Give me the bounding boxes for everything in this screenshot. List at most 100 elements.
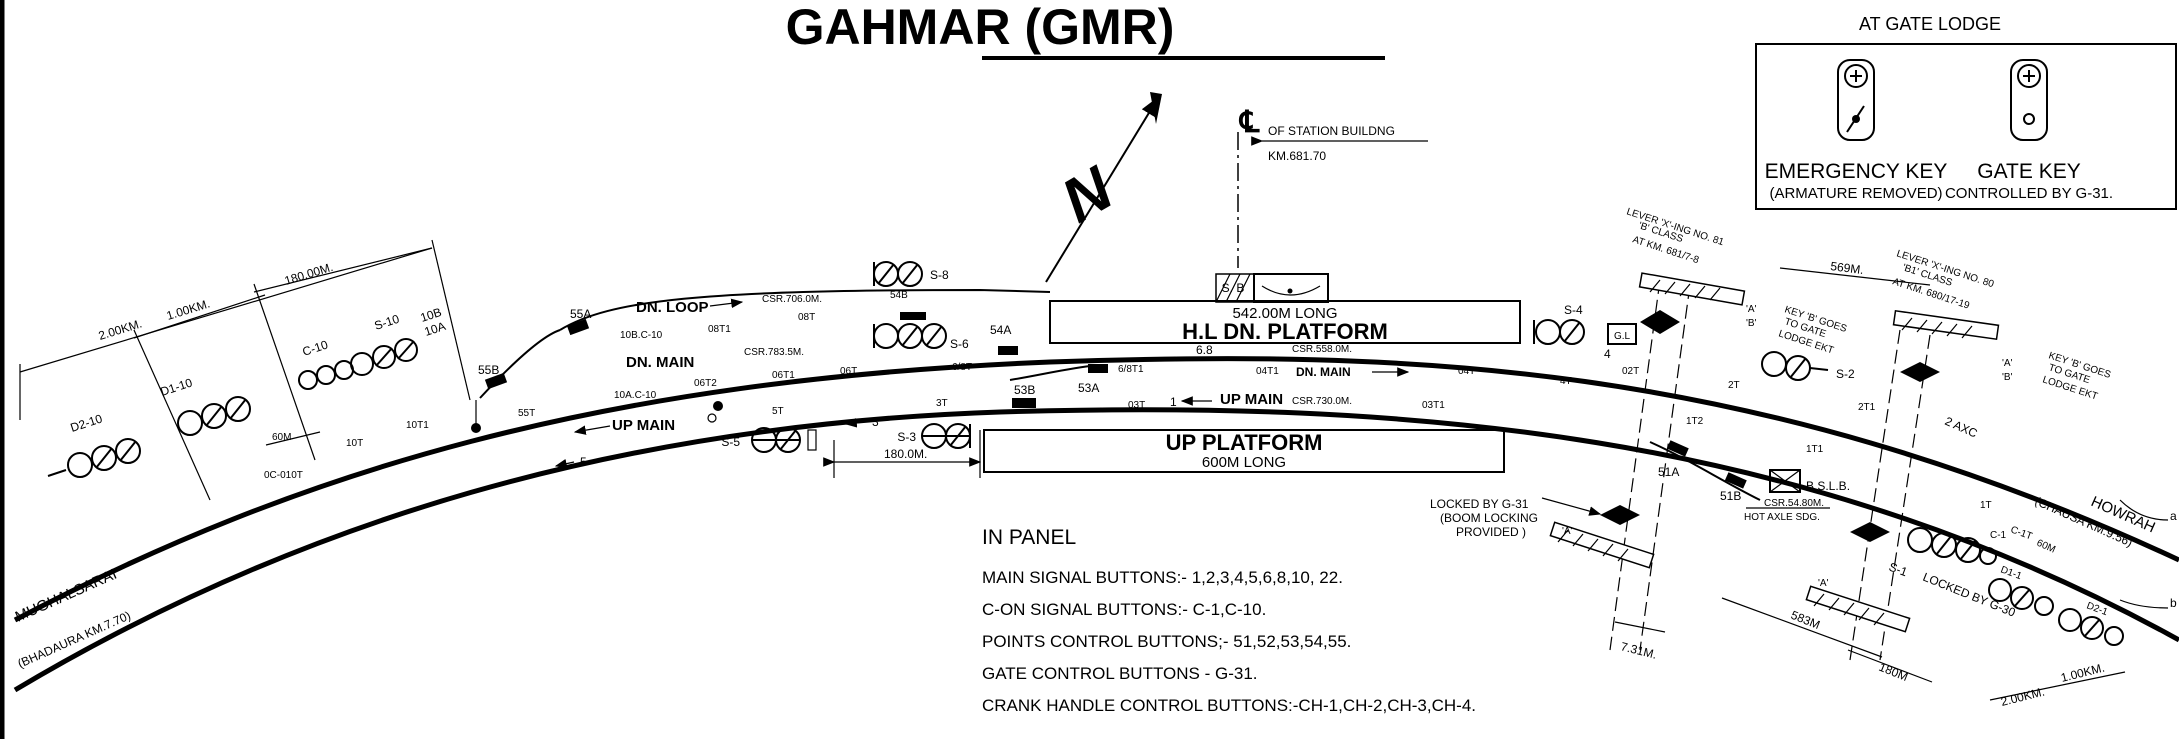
signal-d2-10-label: D2-10 [69, 411, 105, 435]
right-dimensions: 569M. 583M 180M 2.00KM. 1.00KM. 60M 7.31… [1614, 259, 2126, 709]
signal-s-1-label: S-1 [1887, 560, 1910, 580]
station-building-sb: S. B [1222, 281, 1245, 295]
track-55t: 55T [518, 408, 535, 419]
gate-key-label: GATE KEY [1977, 160, 2080, 183]
dim-left-180m: 180.00M. [283, 260, 335, 288]
point-54b: 54B [890, 290, 908, 301]
track-06t2: 06T2 [694, 378, 717, 389]
signal-d1-10: D1-10 [159, 375, 251, 436]
station-title: GAHMAR (GMR) [786, 0, 1175, 55]
level-crossing-81: LEVER 'X'-ING NO. 81 'B' CLASS AT KM. 68… [1549, 206, 1848, 651]
dim-center-180m: 180.0M. [884, 447, 927, 461]
north-arrow: N [1045, 92, 1162, 283]
dim-left-2km: 2.00KM. [97, 316, 144, 342]
up-main-track [13, 407, 2179, 693]
signal-c-10-label: C-10 [301, 337, 330, 358]
lc80-mark-a-lower: 'A' [1818, 578, 1829, 589]
emergency-key-label: EMERGENCY KEY [1765, 160, 1948, 183]
csr-dn-main-right: CSR.558.0M. [1292, 344, 1352, 355]
dim-r-731m: 7.31M. [1619, 639, 1658, 661]
bslb-label: B.S.L.B. [1806, 479, 1850, 493]
point-54a: 54A [990, 323, 1011, 337]
point-53b: 53B [1014, 383, 1035, 397]
signal-s-5: S-5 [721, 427, 817, 453]
left-station-name: MUGHALSARAI [13, 566, 120, 626]
emergency-key-sub: (ARMATURE REMOVED) [1769, 185, 1942, 202]
signal-d1-10-label: D1-10 [159, 375, 195, 399]
track-1t1: 1T1 [1806, 444, 1824, 455]
track-08t1: 08T1 [708, 324, 731, 335]
track-03t: 03T [1128, 400, 1145, 411]
signal-c-10: C-10 S-10 10B 10A [298, 305, 447, 390]
route-10a: 10A.C-10 [614, 390, 657, 401]
track-3t: 3T [936, 398, 948, 409]
dn-main-label-left: DN. MAIN [626, 354, 694, 371]
track-06t: 06T [840, 366, 857, 377]
lc81-mark-a-lower: 'A' [1562, 526, 1573, 537]
signal-c-1-label: C-1 [1990, 530, 2007, 541]
track-4t: 4T [1560, 376, 1572, 387]
track-06t1: 06T1 [772, 370, 795, 381]
route-6-8: 6.8 [1196, 343, 1213, 357]
gate-lodge-box [1755, 43, 2177, 210]
dn-loop-label: DN. LOOP [636, 299, 709, 316]
point-53a: 53A [1078, 381, 1099, 395]
north-label: N [1051, 154, 1125, 237]
route-5: 5 [580, 455, 587, 469]
hl-dn-platform-name: H.L DN. PLATFORM [1182, 319, 1388, 344]
up-platform-name: UP PLATFORM [1166, 430, 1323, 455]
signal-c-1t-label: C-1T [2009, 524, 2034, 542]
panel-line-3: POINTS CONTROL BUTTONS;- 51,52,53,54,55. [982, 632, 1351, 651]
lc81-mark-a: 'A' [1746, 304, 1757, 315]
emergency-key-icon [1837, 59, 1875, 141]
lock-g30: LOCKED BY G-30 [1921, 570, 2018, 620]
dim-left-60m: 60M [272, 432, 291, 443]
dn-main-label-right: DN. MAIN [1296, 365, 1351, 379]
signal-d2-10: D2-10 [47, 411, 141, 478]
dim-r-180m: 180M [1877, 660, 1910, 684]
signal-s-2-label: S-2 [1836, 367, 1855, 381]
station-building-centerline: ℄ OF STATION BUILDNG KM.681.70 S. B [1215, 106, 1428, 303]
panel-notes: IN PANEL MAIN SIGNAL BUTTONS:- 1,2,3,4,5… [982, 526, 1476, 715]
gate-key-icon [2010, 59, 2048, 141]
track-04t1: 04T1 [1256, 366, 1279, 377]
point-51a: 51A [1658, 465, 1679, 479]
dim-r-569m: 569M. [1830, 259, 1865, 277]
track-2t: 2T [1728, 380, 1740, 391]
dim-r-2km: 2.00KM. [1999, 685, 2046, 709]
lock-g31-line1: LOCKED BY G-31 [1430, 497, 1529, 511]
track-6-8t1: 6/8T1 [1118, 364, 1144, 375]
panel-heading: IN PANEL [982, 526, 1076, 549]
csr-dn-main-left: CSR.783.5M. [744, 347, 804, 358]
up-main-label-center: UP MAIN [1220, 391, 1283, 408]
signal-s-3-label: S-3 [897, 430, 916, 444]
signal-s-6: S-6 [873, 312, 969, 351]
route-10b: 10B.C-10 [620, 330, 663, 341]
route-3: 3 [872, 415, 879, 429]
signal-s-1: S-1 C-1 C-1T [1887, 524, 2034, 579]
point-51b: 51B [1720, 489, 1741, 503]
dim-left-1km: 1.00KM. [165, 296, 212, 322]
csr-loop: CSR.706.0M. [762, 294, 822, 305]
panel-line-2: C-ON SIGNAL BUTTONS:- C-1,C-10. [982, 600, 1266, 619]
track-03t1: 03T1 [1422, 400, 1445, 411]
signal-s-10-routes-b: 10B [419, 305, 444, 325]
track-02t: 02T [1622, 366, 1639, 377]
track-08t: 08T [798, 312, 815, 323]
gate-key-sub: CONTROLLED BY G-31. [1945, 185, 2113, 202]
hot-axle-label: HOT AXLE SDG. [1744, 512, 1820, 523]
panel-line-4: GATE CONTROL BUTTONS - G-31. [982, 664, 1258, 683]
up-main-label-left: UP MAIN [612, 417, 675, 434]
csr-bslb: CSR.54.80M. [1764, 498, 1824, 509]
signal-s-3: S-3 [897, 423, 971, 449]
track-10t: 10T [346, 438, 363, 449]
route-1: 1 [1170, 395, 1177, 409]
hot-axle-siding [1649, 441, 1761, 501]
dim-r-2axc: 2 AXC [1943, 414, 1980, 441]
signal-s-10-label: S-10 [373, 312, 402, 333]
track-circuit-labels: 08T1 08T 06T2 06T1 06T 6/8T 6/8T1 04T1 0… [346, 312, 1992, 511]
station-building-label: OF STATION BUILDNG [1268, 124, 1395, 138]
right-end-b: b [2170, 596, 2177, 610]
dim-r-60m: 60M [2035, 538, 2057, 556]
